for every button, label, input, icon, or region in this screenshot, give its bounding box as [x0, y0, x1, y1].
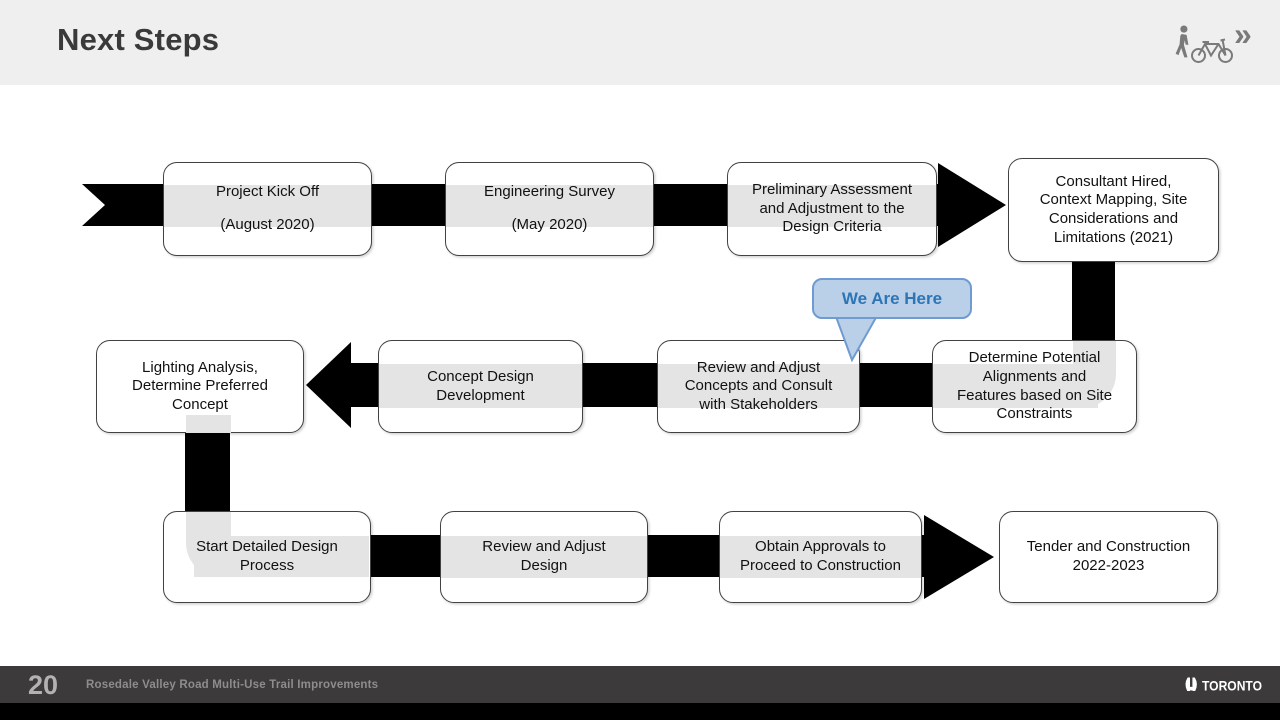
- pedestrian-icon: [1175, 25, 1189, 58]
- slide-footer: 20 Rosedale Valley Road Multi-Use Trail …: [0, 666, 1280, 703]
- band-overlay: [658, 364, 859, 408]
- arrowhead-right-row1: [938, 163, 1006, 247]
- page-number: 20: [28, 670, 59, 700]
- arrowhead-left-row2: [306, 342, 351, 428]
- band-overlay: [164, 185, 371, 227]
- step-label: Review and Adjust Concepts and Consult w…: [684, 358, 833, 413]
- step-label: Tender and Construction 2022-2023: [1026, 538, 1191, 574]
- step-review-design: Review and Adjust Design: [440, 511, 648, 603]
- step-label: Project Kick Off: [215, 183, 320, 201]
- band-overlay: [446, 185, 653, 227]
- step-preliminary-assessment: Preliminary Assessment and Adjustment to…: [727, 162, 937, 256]
- deck-title: Rosedale Valley Road Multi-Use Trail Imp…: [86, 679, 379, 691]
- step-project-kick-off: Project Kick Off (August 2020): [163, 162, 372, 256]
- band-overlay: [728, 185, 936, 227]
- step-date: (August 2020): [220, 216, 315, 233]
- we-are-here-callout: We Are Here: [812, 278, 972, 319]
- step-start-detailed-design: Start Detailed Design Process: [163, 511, 371, 603]
- page-title: Next Steps: [57, 22, 220, 57]
- callout-label: We Are Here: [841, 288, 943, 308]
- band-overlay: [441, 536, 647, 578]
- step-label: Preliminary Assessment and Adjustment to…: [751, 181, 913, 236]
- bicycle-icon: [1191, 38, 1233, 63]
- step-label: Start Detailed Design Process: [196, 538, 338, 574]
- band-overlay: [194, 536, 369, 577]
- toronto-logo: TORONTO: [1185, 677, 1262, 694]
- step-lighting-analysis: Lighting Analysis, Determine Preferred C…: [96, 340, 304, 433]
- bottom-black-strip: [0, 703, 1280, 720]
- band-overlay: [379, 364, 582, 408]
- step-label: Review and Adjust Design: [482, 538, 606, 574]
- header-icon-group: »: [1162, 16, 1272, 70]
- step-determine-alignments: Determine Potential Alignments and Featu…: [932, 340, 1137, 433]
- step-concept-design: Concept Design Development: [378, 340, 583, 433]
- step-review-concepts: Review and Adjust Concepts and Consult w…: [657, 340, 860, 433]
- step-label: Concept Design Development: [427, 367, 534, 404]
- double-chevron-icon: »: [1234, 16, 1252, 52]
- band-overlay: [720, 536, 921, 578]
- step-label: Determine Potential Alignments and Featu…: [956, 349, 1113, 423]
- step-label: Lighting Analysis, Determine Preferred C…: [132, 358, 268, 413]
- band-overlay: [186, 415, 231, 433]
- step-engineering-survey: Engineering Survey (May 2020): [445, 162, 654, 256]
- step-date: (May 2020): [511, 216, 588, 233]
- step-obtain-approvals: Obtain Approvals to Proceed to Construct…: [719, 511, 922, 603]
- step-label: Engineering Survey: [484, 183, 615, 201]
- toronto-logo-text: TORONTO: [1202, 678, 1262, 694]
- step-consultant-hired: Consultant Hired, Context Mapping, Site …: [1008, 158, 1219, 262]
- step-tender-construction: Tender and Construction 2022-2023: [999, 511, 1218, 603]
- step-label: Obtain Approvals to Proceed to Construct…: [740, 538, 901, 574]
- arrowhead-right-row3: [924, 515, 994, 599]
- slide-header: Next Steps »: [0, 0, 1280, 85]
- step-label: Consultant Hired, Context Mapping, Site …: [1039, 172, 1188, 246]
- band-overlay: [933, 364, 1098, 408]
